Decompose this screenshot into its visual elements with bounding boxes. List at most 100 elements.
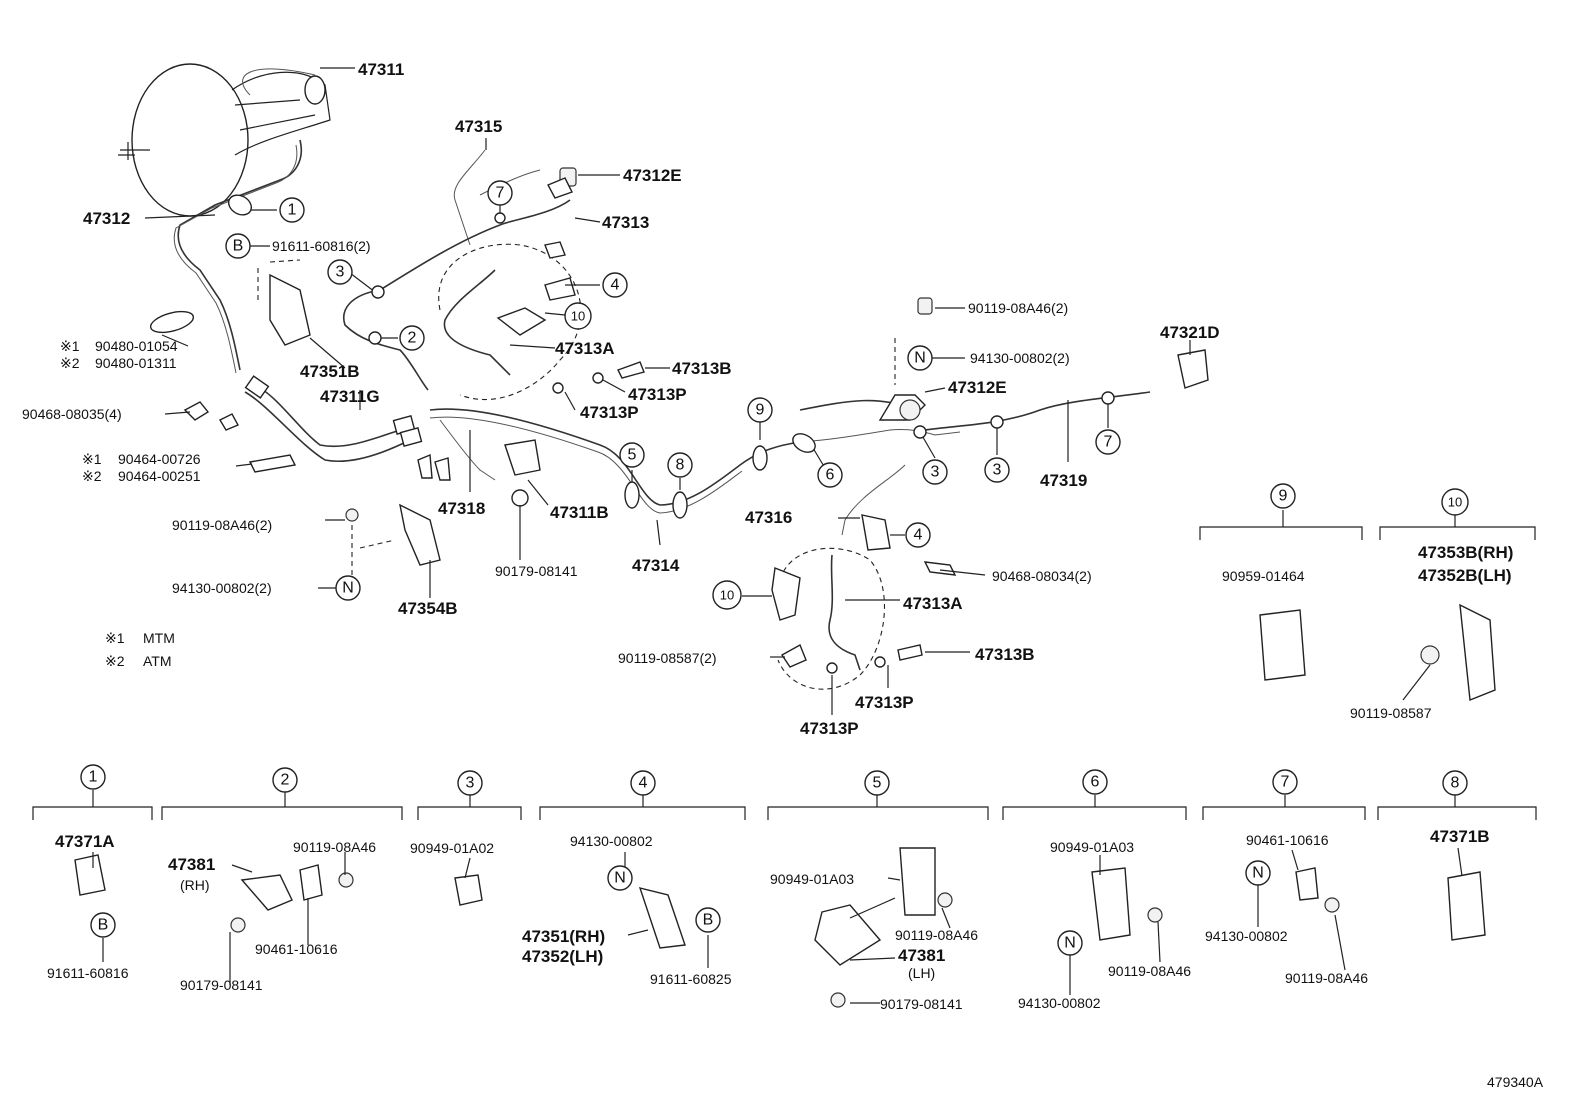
- marker-B-a-text: B: [233, 238, 244, 255]
- label-47313a-bot: 47313A: [903, 594, 963, 613]
- marker-6-a-text: 6: [826, 467, 835, 484]
- d4-label-47351-rh: 47351(RH): [522, 927, 605, 946]
- detail-9-header: 9: [1279, 488, 1288, 505]
- label-star2-b: ※2: [82, 468, 102, 484]
- d5-label-90119-08a46: 90119-08A46: [895, 927, 978, 943]
- detail-8-header: 8: [1451, 775, 1460, 792]
- d8-label-47371b: 47371B: [1430, 827, 1490, 846]
- label-47313b-top: 47313B: [672, 359, 732, 378]
- label-90119-08587: 90119-08587: [1350, 705, 1432, 721]
- marker-10-a-text: 10: [571, 309, 585, 324]
- marker-5-a-text: 5: [628, 447, 637, 464]
- detail-10-header: 10: [1448, 495, 1462, 510]
- detail-5-header: 5: [873, 775, 882, 792]
- label-47311b: 47311B: [550, 503, 609, 522]
- label-47313p-bot1: 47313P: [855, 693, 914, 712]
- label-91611-60816-2: 91611-60816(2): [272, 238, 371, 254]
- detail-4-header: 4: [639, 775, 648, 792]
- d2-label-47381: 47381: [168, 855, 215, 874]
- label-47313b-bot: 47313B: [975, 645, 1035, 664]
- label-94130-00802-2-left: 94130-00802(2): [172, 580, 272, 596]
- label-90480-01311: 90480-01311: [95, 355, 177, 371]
- label-47313p-bot2: 47313P: [800, 719, 859, 738]
- detail-7-header: 7: [1281, 774, 1290, 791]
- label-90119-08587-2: 90119-08587(2): [618, 650, 717, 666]
- d4-label-47352-lh: 47352(LH): [522, 947, 603, 966]
- d7-label-90461-10616: 90461-10616: [1246, 832, 1329, 848]
- marker-2-a-text: 2: [408, 330, 417, 347]
- marker-3-a-text: 3: [336, 264, 345, 281]
- label-star1-a: ※1: [60, 338, 80, 354]
- marker-N-b-text: N: [342, 580, 354, 597]
- label-47319: 47319: [1040, 471, 1087, 490]
- legend-mark-1: ※1: [105, 630, 125, 646]
- label-47313p-top2: 47313P: [580, 403, 639, 422]
- circled-markers: 1 7 3 2 4 10 B N 9 5 8 6 3 3 7 4 10 N: [80, 180, 1469, 956]
- marker-3-c-text: 3: [993, 462, 1002, 479]
- label-90480-01054: 90480-01054: [95, 338, 178, 354]
- marker-7-a-text: 7: [496, 185, 505, 202]
- detail-4-marker-B: B: [703, 912, 714, 929]
- detail-1-marker-B: B: [98, 917, 109, 934]
- marker-7-b-text: 7: [1104, 434, 1113, 451]
- label-47315: 47315: [455, 117, 502, 136]
- label-47311g: 47311G: [320, 387, 380, 406]
- diagram-code: 479340A: [1487, 1074, 1544, 1090]
- marker-9-a-text: 9: [756, 402, 765, 419]
- label-90959-01464: 90959-01464: [1222, 568, 1305, 584]
- label-47318: 47318: [438, 499, 485, 518]
- marker-1-a: [279, 197, 305, 223]
- legend-mark-2: ※2: [105, 653, 125, 669]
- d2-label-90461-10616: 90461-10616: [255, 941, 338, 957]
- label-90119-08a46-2-left: 90119-08A46(2): [172, 517, 272, 533]
- label-94130-00802-2-right: 94130-00802(2): [970, 350, 1070, 366]
- detail-4-marker-N: N: [614, 870, 626, 887]
- label-47353b-rh: 47353B(RH): [1418, 543, 1513, 562]
- marker-N-a-text: N: [914, 350, 926, 367]
- d1-label-47371a: 47371A: [55, 832, 115, 851]
- label-90179-08141-top: 90179-08141: [495, 563, 578, 579]
- marker-1-a-text: 1: [288, 202, 297, 219]
- marker-4-a-text: 4: [611, 277, 620, 294]
- label-47351b: 47351B: [300, 362, 360, 381]
- small-parts: [74, 167, 1496, 1008]
- label-47312e-mid: 47312E: [948, 378, 1007, 397]
- d7-label-90119-08a46: 90119-08A46: [1285, 970, 1368, 986]
- d2-label-90119-08a46: 90119-08A46: [293, 839, 376, 855]
- d3-label-90949-01a02: 90949-01A02: [410, 840, 494, 856]
- legend-text-atm: ATM: [143, 653, 172, 669]
- label-90468-08035-4: 90468-08035(4): [22, 406, 122, 422]
- marker-8-a-text: 8: [676, 457, 685, 474]
- marker-4-b-text: 4: [914, 527, 923, 544]
- legend-text-mtm: MTM: [143, 630, 175, 646]
- label-90468-08034-2: 90468-08034(2): [992, 568, 1092, 584]
- part-labels: 47311 47312 47315 47312E 47313 91611-608…: [22, 60, 1544, 1090]
- label-47313p-top1: 47313P: [628, 385, 687, 404]
- label-47313: 47313: [602, 213, 649, 232]
- label-star1-b: ※1: [82, 451, 102, 467]
- label-90464-00251: 90464-00251: [118, 468, 201, 484]
- label-47321d: 47321D: [1160, 323, 1220, 342]
- d7-label-94130-00802: 94130-00802: [1205, 928, 1288, 944]
- detail-6-header: 6: [1091, 774, 1100, 791]
- d2-label-90179-08141: 90179-08141: [180, 977, 263, 993]
- detail-6-marker-N: N: [1064, 935, 1076, 952]
- label-47313a-top: 47313A: [555, 339, 615, 358]
- d6-label-90949-01a03: 90949-01A03: [1050, 839, 1134, 855]
- d1-label-91611-60816: 91611-60816: [47, 965, 129, 981]
- label-47311: 47311: [358, 60, 404, 79]
- label-47312: 47312: [83, 209, 130, 228]
- d6-label-94130-00802: 94130-00802: [1018, 995, 1101, 1011]
- d5-label-47381: 47381: [898, 946, 945, 965]
- label-90119-08a46-2-right: 90119-08A46(2): [968, 300, 1068, 316]
- detail-7-marker-N: N: [1252, 865, 1264, 882]
- d4-label-94130-00802: 94130-00802: [570, 833, 653, 849]
- brake-booster-illustration: [118, 63, 331, 217]
- d4-label-91611-60825: 91611-60825: [650, 971, 732, 987]
- label-47316: 47316: [745, 508, 792, 527]
- label-47352b-lh: 47352B(LH): [1418, 566, 1512, 585]
- detail-3-header: 3: [466, 775, 475, 792]
- label-90464-00726: 90464-00726: [118, 451, 201, 467]
